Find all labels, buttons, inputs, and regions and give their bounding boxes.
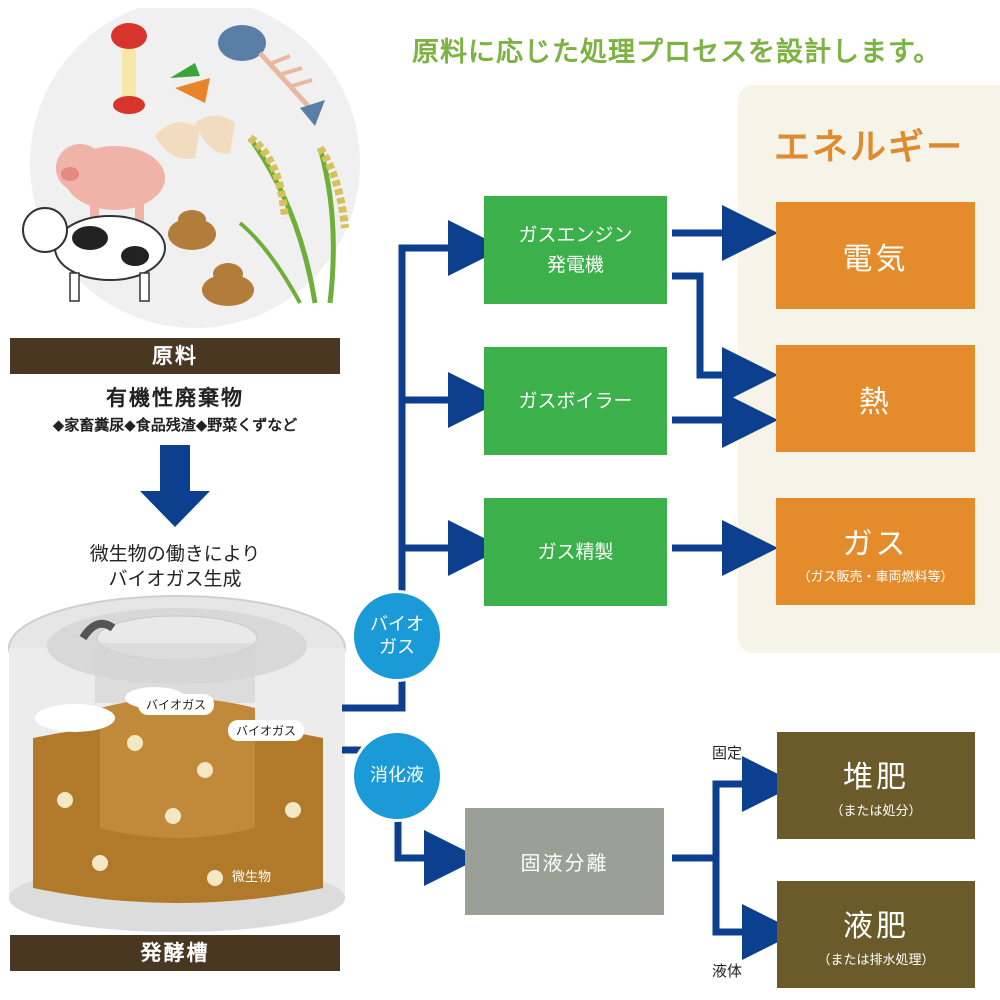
gas-engine-box: ガスエンジン 発電機 (484, 196, 667, 304)
microbe-label: 微生物 (232, 870, 272, 885)
gas-boiler-box: ガスボイラー (484, 347, 667, 455)
rice-plant-icon (238, 134, 349, 304)
cow-icon (22, 207, 166, 302)
digester-label: 発酵槽 (10, 935, 340, 971)
apple-core-icon (111, 23, 147, 114)
liquid-fertilizer-label: 液肥 (843, 909, 909, 944)
energy-title: エネルギー (773, 127, 964, 168)
pig-icon (56, 144, 165, 225)
process-note: 微生物の働きにより バイオガス生成 (10, 542, 340, 591)
electricity-box: 電気 (776, 202, 975, 309)
vegetable-scraps-icon (170, 63, 210, 103)
bubble-biogas-2: バイオガス (228, 720, 305, 741)
gas-engine-line1: ガスエンジン (518, 223, 633, 246)
compost-label: 堆肥 (843, 760, 909, 795)
separation-box: 固液分離 (465, 808, 664, 915)
eggshell-icon (155, 115, 235, 159)
solid-label: 固定 (712, 744, 743, 762)
biogas-node-line2: ガス (379, 637, 415, 658)
heat-box: 熱 (776, 345, 975, 452)
process-note-line1: 微生物の働きにより (89, 543, 261, 565)
digester-tank-illustration (8, 595, 346, 932)
biogas-node: バイオ ガス (351, 590, 443, 682)
heat-label: 熱 (859, 384, 892, 420)
bubble-biogas-1: バイオガス (138, 694, 215, 715)
gas-box: ガス （ガス販売・車両燃料等） (776, 498, 975, 605)
gas-label: ガス (842, 526, 909, 562)
raw-material-examples: ◆家畜糞尿◆食品残渣◆野菜くずなど (52, 416, 298, 434)
fish-bone-icon (218, 25, 325, 126)
process-note-line2: バイオガス生成 (108, 567, 242, 590)
raw-material-illustration (22, 8, 360, 328)
biogas-node-line1: バイオ (370, 613, 424, 635)
gas-refining-box: ガス精製 (484, 498, 667, 606)
gas-engine-line2: 発電機 (546, 254, 604, 276)
raw-material-title: 有機性廃棄物 (106, 386, 244, 410)
manure-icon (168, 210, 254, 306)
electricity-label: 電気 (842, 241, 909, 277)
down-arrow-icon (140, 445, 210, 527)
liquid-label: 液体 (712, 962, 743, 980)
liquid-fertilizer-box: 液肥 （または排水処理） (777, 881, 975, 988)
raw-material-label: 原料 (10, 338, 340, 374)
gas-note: （ガス販売・車両燃料等） (797, 569, 954, 585)
compost-box: 堆肥 （または処分） (777, 732, 975, 839)
headline: 原料に応じた処理プロセスを設計します。 (412, 37, 942, 68)
digestate-node: 消化液 (351, 730, 443, 822)
liquid-fertilizer-note: （または排水処理） (817, 953, 935, 968)
compost-note: （または処分） (830, 804, 922, 819)
